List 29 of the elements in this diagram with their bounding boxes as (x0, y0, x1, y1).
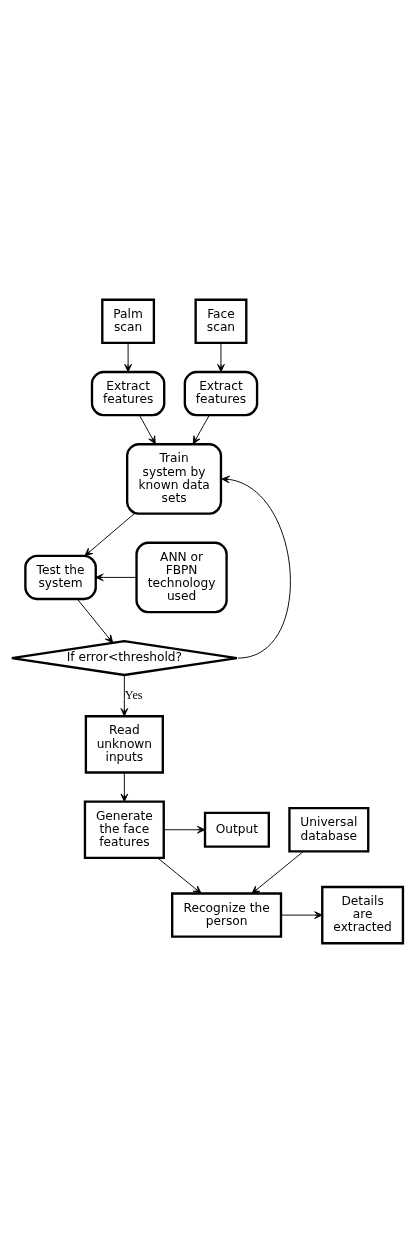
node-box: Test the system (24, 554, 97, 600)
arrow (84, 512, 135, 556)
arrow (95, 573, 137, 581)
node-box: Details are extracted (321, 885, 405, 944)
node-box: Extract features (90, 370, 166, 416)
node-box: Universal database (288, 806, 370, 852)
node-diamond: If error<threshold? (10, 639, 238, 676)
arrow (120, 674, 129, 716)
edge-label: Yes (124, 687, 143, 702)
arrow (251, 850, 305, 894)
node-box: Read unknown inputs (84, 714, 164, 774)
arrow (163, 825, 206, 834)
arrow (76, 598, 114, 643)
arrow (217, 342, 225, 372)
node-box: Train system by known data sets (126, 442, 223, 515)
arrow (221, 475, 291, 659)
node-box: Recognize the person (171, 891, 283, 938)
arrow (120, 771, 129, 802)
node-box: Generate the face features (83, 799, 165, 859)
arrow (139, 414, 156, 444)
node-box: Face scan (194, 298, 248, 344)
node-box: Palm scan (101, 298, 156, 344)
arrow (192, 414, 210, 444)
node-box: ANN or FBPN technology used (135, 541, 228, 613)
node-box: Extract features (183, 370, 259, 416)
arrow (124, 342, 132, 372)
arrow (280, 910, 323, 919)
node-box: Output (203, 811, 270, 848)
arrow (157, 857, 202, 894)
